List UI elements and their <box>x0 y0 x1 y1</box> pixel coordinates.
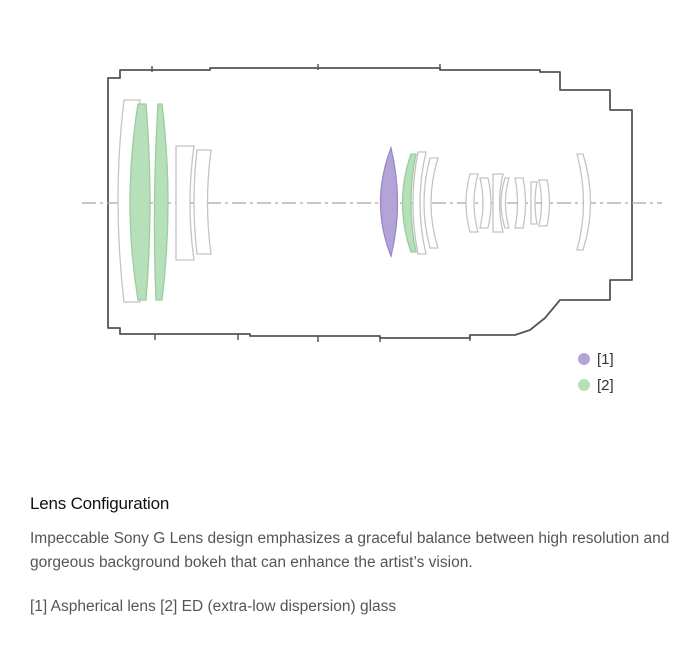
front-lens-group <box>117 99 212 303</box>
rear-element-3 <box>492 173 504 233</box>
legend-note: [1] Aspherical lens [2] ED (extra-low di… <box>30 598 397 615</box>
legend-label-ed: [2] <box>597 376 614 394</box>
rear-element-1 <box>465 173 479 233</box>
middle-lens-group <box>379 145 439 259</box>
section-title: Lens Configuration <box>30 494 170 513</box>
rear-element-7 <box>538 179 551 227</box>
legend-item-aspherical: [1] <box>578 346 614 372</box>
legend-item-ed: [2] <box>578 372 614 398</box>
front-element-5 <box>193 149 212 255</box>
front-element-4 <box>175 145 195 261</box>
legend-swatch-ed <box>578 379 590 391</box>
legend: [1] [2] <box>578 346 614 398</box>
legend-swatch-aspherical <box>578 353 590 365</box>
ed-element-3 <box>401 153 417 253</box>
ed-element-2 <box>153 103 169 301</box>
rear-lens-group <box>465 153 592 251</box>
aspherical-element <box>379 145 399 259</box>
middle-element-3 <box>412 151 427 255</box>
rear-element-2 <box>479 177 492 229</box>
rear-element-4 <box>500 177 510 229</box>
middle-element-4 <box>423 157 439 249</box>
ed-element-1 <box>129 103 151 301</box>
rear-element-6 <box>530 181 538 225</box>
barrel-details <box>151 64 471 342</box>
lens-configuration-diagram <box>82 64 662 342</box>
rear-element-5 <box>514 177 527 229</box>
rear-element-8 <box>576 153 592 251</box>
section-description: Impeccable Sony G Lens design emphasizes… <box>30 530 670 571</box>
legend-label-aspherical: [1] <box>597 350 614 368</box>
